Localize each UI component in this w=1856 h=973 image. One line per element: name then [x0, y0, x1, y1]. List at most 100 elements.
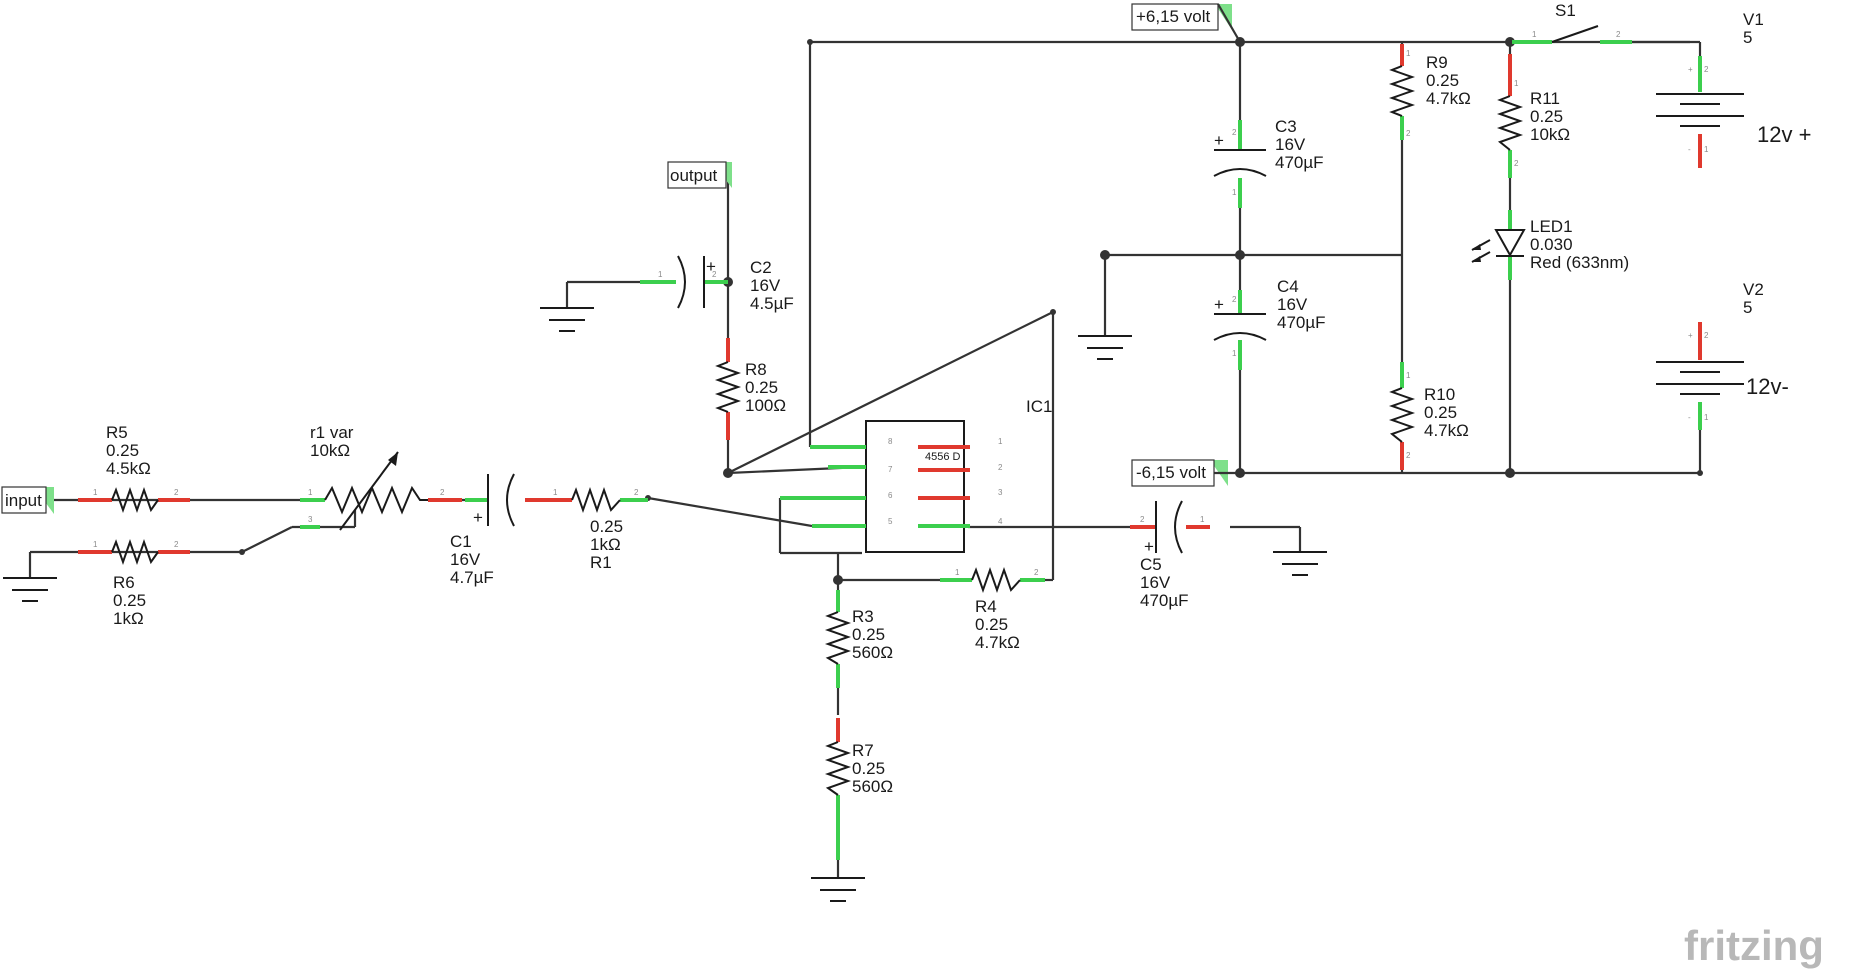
r3-value: 560Ω [852, 643, 893, 662]
svg-text:1: 1 [308, 488, 313, 497]
ground-icon [540, 307, 594, 332]
svg-text:+: + [706, 257, 716, 276]
svg-text:2: 2 [1232, 295, 1237, 304]
capacitor-c3[interactable]: 2 1 + C3 16V 470µF [1213, 117, 1324, 208]
arrow-icon [388, 452, 398, 466]
r11-ref: R11 [1530, 89, 1560, 108]
svg-text:1: 1 [1232, 188, 1237, 197]
r1-value: 1kΩ [590, 535, 621, 554]
c3-value: 470µF [1275, 153, 1324, 172]
svg-text:1: 1 [1200, 515, 1205, 524]
svg-text:-: - [1688, 413, 1691, 422]
c5-value: 470µF [1140, 591, 1189, 610]
net-label-plus-text: +6,15 volt [1136, 7, 1210, 26]
svg-text:2: 2 [634, 488, 639, 497]
ic-pin-6: 6 [888, 491, 893, 500]
r10-power: 0.25 [1424, 403, 1457, 422]
svg-text:+: + [1214, 295, 1224, 314]
r7-ref: R7 [852, 741, 874, 760]
svg-text:2: 2 [1406, 129, 1411, 138]
junctions [239, 37, 1703, 585]
r5-ref: R5 [106, 423, 128, 442]
net-label-output: output [667, 161, 732, 189]
r6-value: 1kΩ [113, 609, 144, 628]
r4-ref: R4 [975, 597, 997, 616]
r11-power: 0.25 [1530, 107, 1563, 126]
ic-part: 4556 D [925, 451, 961, 463]
ground-icon [3, 577, 57, 602]
ic-pin-3: 3 [998, 488, 1003, 497]
svg-text:1: 1 [658, 270, 663, 279]
svg-text:2: 2 [1704, 65, 1709, 74]
led1-color: Red (633nm) [1530, 253, 1629, 272]
fritzing-watermark: fritzing [1684, 922, 1824, 969]
c3-ref: C3 [1275, 117, 1297, 136]
c1-value: 4.7µF [450, 568, 494, 587]
resistor-r11[interactable]: 12 R11 0.25 10kΩ [1496, 54, 1570, 178]
svg-text:+: + [1688, 65, 1693, 74]
svg-text:2: 2 [1406, 451, 1411, 460]
svg-text:2: 2 [1232, 128, 1237, 137]
led-led1[interactable]: LED1 0.030 Red (633nm) [1471, 210, 1629, 280]
r8-power: 0.25 [745, 378, 778, 397]
r11-value: 10kΩ [1530, 125, 1570, 144]
resistor-r9[interactable]: 12 R9 0.25 4.7kΩ [1388, 44, 1471, 140]
net-label-output-text: output [670, 166, 718, 185]
svg-text:+: + [1144, 537, 1154, 556]
r10-value: 4.7kΩ [1424, 421, 1469, 440]
r8-value: 100Ω [745, 396, 786, 415]
r3-power: 0.25 [852, 625, 885, 644]
svg-text:2: 2 [712, 270, 717, 279]
light-rays-icon [1471, 239, 1491, 263]
battery-v2[interactable]: +2 -1 V2 5 12v- [1656, 280, 1789, 430]
r8-ref: R8 [745, 360, 767, 379]
r1-ref: R1 [590, 553, 612, 572]
r10-ref: R10 [1424, 385, 1455, 404]
ic-pin-8: 8 [888, 437, 893, 446]
v1-note: 12v + [1757, 122, 1811, 147]
resistor-r10[interactable]: 12 R10 0.25 4.7kΩ [1388, 362, 1469, 470]
ic-ref: IC1 [1026, 397, 1052, 416]
led1-current: 0.030 [1530, 235, 1573, 254]
battery-v1[interactable]: +2 -1 V1 5 12v + [1656, 10, 1811, 168]
resistor-r8[interactable]: R8 0.25 100Ω [714, 338, 786, 440]
svg-text:1: 1 [1532, 30, 1537, 39]
svg-text:1: 1 [1704, 413, 1709, 422]
capacitor-c1[interactable]: + C1 16V 4.7µF [450, 473, 548, 587]
resistor-r3[interactable]: R3 0.25 560Ω [824, 590, 893, 688]
ic-4556[interactable]: 8 7 6 5 1 2 3 4 4556 D IC1 [780, 397, 1052, 553]
r3-ref: R3 [852, 607, 874, 626]
c1-voltage: 16V [450, 550, 481, 569]
c4-ref: C4 [1277, 277, 1299, 296]
svg-text:1: 1 [1514, 79, 1519, 88]
c2-ref: C2 [750, 258, 772, 277]
c3-voltage: 16V [1275, 135, 1306, 154]
r9-value: 4.7kΩ [1426, 89, 1471, 108]
capacitor-c4[interactable]: 21 + C4 16V 470µF [1213, 277, 1326, 370]
svg-text:2: 2 [1034, 568, 1039, 577]
led1-ref: LED1 [1530, 217, 1573, 236]
r6-power: 0.25 [113, 591, 146, 610]
v1-ref: V1 [1743, 10, 1764, 29]
r6-ref: R6 [113, 573, 135, 592]
svg-text:+: + [473, 508, 483, 527]
resistor-r7[interactable]: R7 0.25 560Ω [824, 718, 893, 860]
svg-text:+: + [1214, 131, 1224, 150]
c2-value: 4.5µF [750, 294, 794, 313]
net-label-plus: +6,15 volt [1131, 3, 1241, 43]
r5-power: 0.25 [106, 441, 139, 460]
r9-ref: R9 [1426, 53, 1448, 72]
v2-value: 5 [1743, 298, 1752, 317]
svg-text:-: - [1688, 145, 1691, 154]
svg-text:2: 2 [174, 488, 179, 497]
r4-value: 4.7kΩ [975, 633, 1020, 652]
